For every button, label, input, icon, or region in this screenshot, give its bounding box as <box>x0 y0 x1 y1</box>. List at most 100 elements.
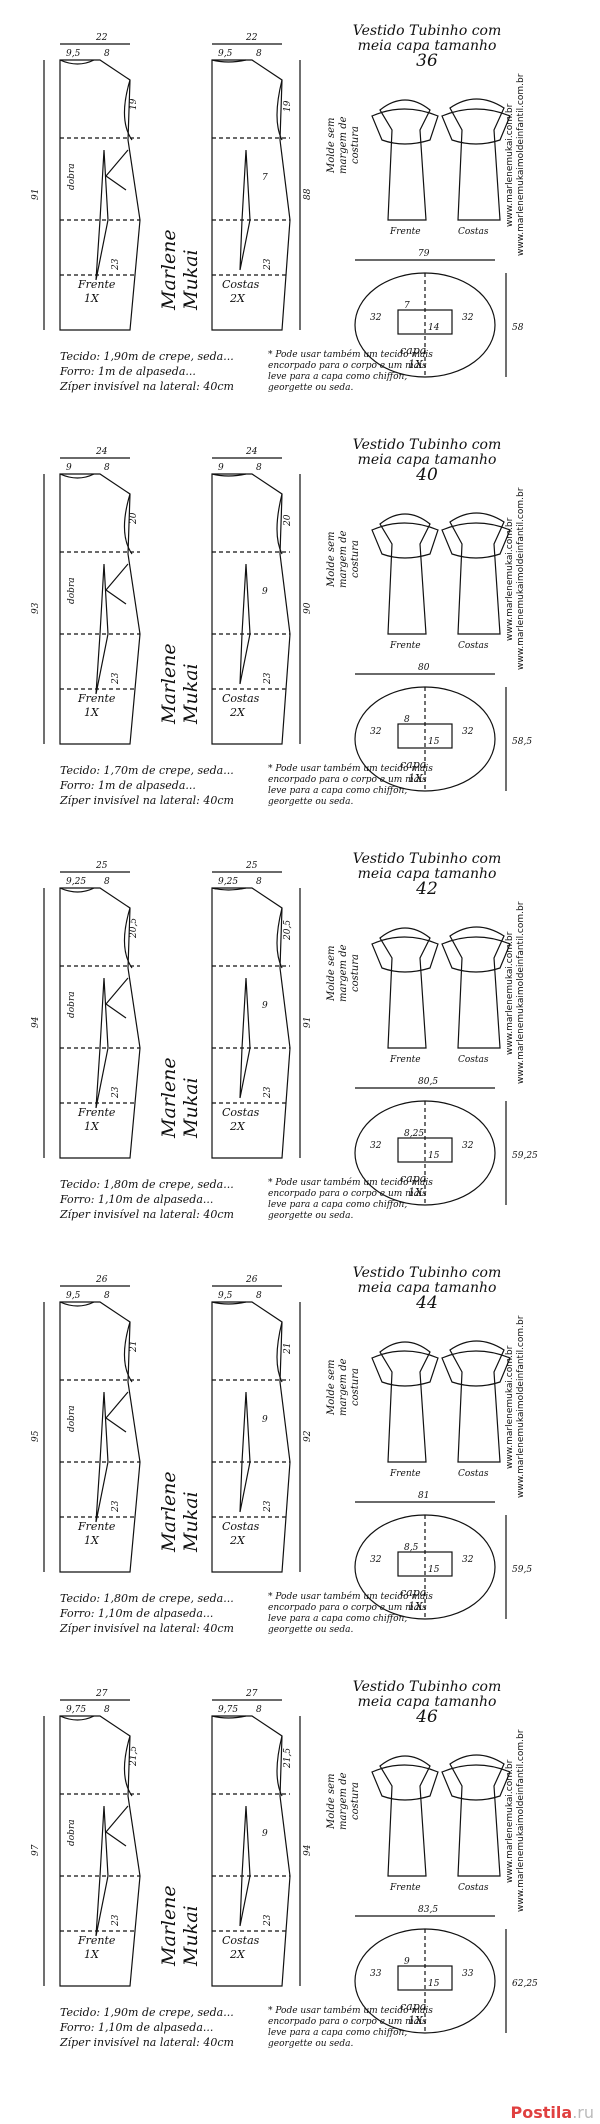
zipper-requirement: Zíper invisível na lateral: 40cm <box>60 1208 234 1221</box>
back-length-measure: 94 <box>303 1844 313 1856</box>
back-top-measure: 25 <box>245 861 258 871</box>
front-neck-measure: 9 <box>66 463 72 473</box>
designer-signature: Marlene Mukai <box>158 1471 202 1552</box>
front-armhole-measure: 19 <box>129 98 139 110</box>
cape-right-measure: 32 <box>462 727 474 737</box>
back-top-measure: 27 <box>245 1689 258 1699</box>
front-neckline <box>59 1715 95 1721</box>
back-mid-measure: 9 <box>262 1829 268 1839</box>
back-cape-sketch <box>441 1350 511 1387</box>
cape-center-measure-2: 14 <box>428 323 440 333</box>
back-dart <box>239 1805 251 1927</box>
front-shoulder-measure: 8 <box>104 49 110 59</box>
front-neck-measure: 9,75 <box>66 1705 86 1715</box>
front-cape-sketch <box>371 1350 439 1387</box>
site-url-2: www.marlenemukaimoldeinfantil.com.br <box>516 901 526 1085</box>
designer-signature: Marlene Mukai <box>158 643 202 724</box>
designer-signature: Marlene Mukai <box>158 229 202 310</box>
title-line-2: meia capa tamanho <box>357 38 497 54</box>
front-piece-outline <box>59 1715 141 1987</box>
cape-height-measure: 59,5 <box>512 1565 532 1575</box>
front-dart <box>95 1805 109 1937</box>
title-line-2: meia capa tamanho <box>357 452 497 468</box>
front-label: Frente <box>77 278 116 291</box>
cape-left-measure: 32 <box>370 1141 382 1151</box>
back-side-measure: 23 <box>263 1086 273 1099</box>
front-label: Frente <box>77 1106 116 1119</box>
preview-back-label: Costas <box>458 1883 489 1893</box>
front-cape-sketch <box>371 1764 439 1801</box>
front-qty: 1X <box>84 1948 100 1961</box>
front-piece-outline <box>59 59 141 331</box>
lining-requirement: Forro: 1m de alpaseda... <box>60 779 196 792</box>
front-top-measure: 25 <box>95 861 108 871</box>
back-label: Costas <box>222 1520 260 1533</box>
front-dart <box>95 149 109 281</box>
cape-label: capa <box>400 1586 426 1599</box>
back-armhole <box>276 1321 283 1383</box>
front-dart <box>95 1391 109 1523</box>
cape-width-measure: 79 <box>418 249 430 259</box>
back-dress-sketch <box>449 926 505 1049</box>
site-url-1: www.marlenemukai.com.br <box>505 103 515 227</box>
front-cape-sketch <box>371 108 439 145</box>
back-top-measure: 26 <box>245 1275 258 1285</box>
preview-front-label: Frente <box>389 1055 421 1065</box>
back-cape-sketch <box>441 936 511 973</box>
fabric-requirement: Tecido: 1,70m de crepe, seda... <box>60 764 234 777</box>
fabric-note: * Pode usar também um tecido mais encorp… <box>268 350 433 393</box>
site-url-2: www.marlenemukaimoldeinfantil.com.br <box>516 1729 526 1913</box>
back-armhole <box>276 79 283 141</box>
cape-qty: 1X <box>408 1600 424 1613</box>
front-side-measure: 23 <box>111 1914 121 1927</box>
front-length-measure: 91 <box>31 189 41 200</box>
front-neck-measure: 9,5 <box>66 1291 81 1301</box>
fabric-requirement: Tecido: 1,90m de crepe, seda... <box>60 350 234 363</box>
cape-center-measure-2: 15 <box>428 737 440 747</box>
back-piece-outline <box>211 1301 291 1573</box>
front-qty: 1X <box>84 1120 100 1133</box>
front-armhole-measure: 21,5 <box>129 1746 139 1767</box>
cape-height-measure: 58 <box>512 323 524 333</box>
lining-requirement: Forro: 1,10m de alpaseda... <box>60 1193 214 1206</box>
cape-right-measure: 32 <box>462 313 474 323</box>
fold-label: dobra <box>67 1819 77 1846</box>
cape-width-measure: 80 <box>418 663 430 673</box>
fabric-note: * Pode usar também um tecido mais encorp… <box>268 1178 433 1221</box>
bust-dart <box>105 1391 129 1433</box>
cape-center-measure-1: 8,5 <box>404 1543 419 1553</box>
front-length-measure: 94 <box>31 1016 41 1028</box>
title-line-1: Vestido Tubinho com <box>352 1679 502 1695</box>
front-armhole <box>123 907 133 969</box>
front-cape-sketch <box>371 522 439 559</box>
front-piece-outline <box>59 1301 141 1573</box>
back-shoulder-measure: 8 <box>256 877 262 887</box>
cape-height-measure: 62,25 <box>512 1979 538 1989</box>
fabric-note: * Pode usar também um tecido mais encorp… <box>268 764 433 807</box>
cape-center-measure-2: 15 <box>428 1565 440 1575</box>
front-shoulder-measure: 8 <box>104 877 110 887</box>
seam-allowance-note: Molde sem margem de costura <box>326 530 361 588</box>
front-side-measure: 23 <box>111 672 121 685</box>
front-neck-measure: 9,5 <box>66 49 81 59</box>
cape-label: capa <box>400 344 426 357</box>
fabric-requirement: Tecido: 1,90m de crepe, seda... <box>60 2006 234 2019</box>
front-armhole <box>123 493 133 555</box>
cape-width-measure: 81 <box>418 1491 429 1501</box>
fabric-requirement: Tecido: 1,80m de crepe, seda... <box>60 1592 234 1605</box>
front-dress-sketch <box>379 1341 431 1463</box>
lining-requirement: Forro: 1,10m de alpaseda... <box>60 2021 214 2034</box>
fold-label: dobra <box>67 577 77 604</box>
back-neck-measure: 9,5 <box>218 49 233 59</box>
title-line-2: meia capa tamanho <box>357 1694 497 1710</box>
footer: Postila.ru <box>0 2102 600 2124</box>
cape-label: capa <box>400 1172 426 1185</box>
front-armhole-measure: 21 <box>129 1341 139 1353</box>
